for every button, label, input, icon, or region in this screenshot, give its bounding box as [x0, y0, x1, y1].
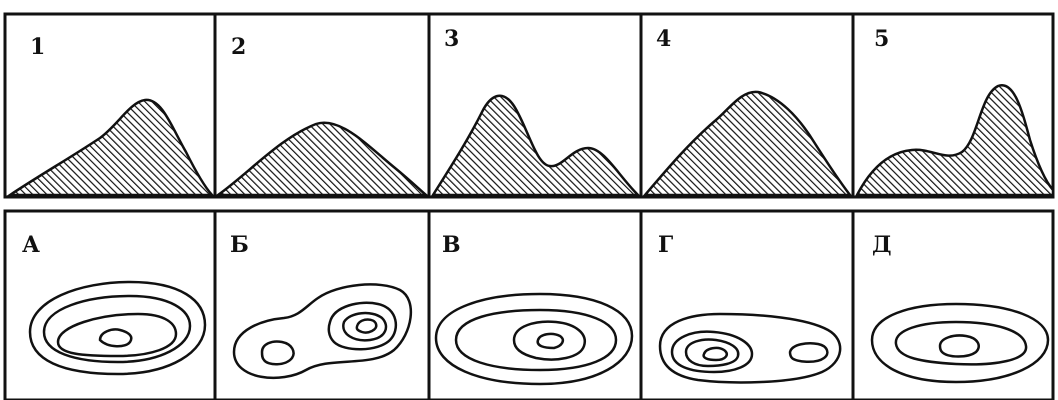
- map-d-label: Д: [872, 232, 892, 258]
- profile-3: 3: [430, 26, 642, 197]
- maps-row: А Б В Г: [3, 209, 1055, 400]
- map-a-label: А: [22, 232, 40, 258]
- map-b-contour-2: [327, 301, 398, 351]
- map-a: А: [22, 232, 207, 376]
- map-g-contour-3: [684, 338, 740, 368]
- map-d: Д: [870, 232, 1050, 384]
- map-b-contour-3: [342, 311, 388, 342]
- map-g: Г: [658, 232, 842, 384]
- map-b-contour-1: [232, 283, 413, 380]
- profile-1: 1: [5, 34, 215, 197]
- profile-3-shape: [430, 94, 642, 197]
- map-v-label: В: [442, 232, 461, 258]
- profile-1-shape: [5, 98, 215, 197]
- profile-2: 2: [214, 34, 430, 197]
- map-v-contour-1: [434, 292, 634, 386]
- map-b-label: Б: [230, 232, 249, 258]
- map-g-contour-2: [670, 330, 754, 374]
- map-v-contour-3: [512, 320, 587, 361]
- profile-4: 4: [642, 26, 853, 197]
- map-a-contour-4: [98, 328, 133, 348]
- map-v-contour-4: [536, 332, 565, 350]
- profile-2-shape: [214, 121, 430, 197]
- map-b-contour-5: [260, 340, 295, 366]
- profile-4-shape: [642, 90, 853, 197]
- map-v-contour-2: [454, 308, 618, 372]
- map-d-contour-3: [938, 334, 980, 358]
- profile-4-label: 4: [656, 26, 671, 52]
- map-a-contour-1: [28, 280, 207, 376]
- profile-5-label: 5: [874, 26, 889, 52]
- map-a-contour-2: [42, 294, 192, 364]
- profile-3-label: 3: [444, 26, 459, 52]
- profile-5-shape: [854, 84, 1055, 197]
- map-d-contour-1: [870, 302, 1050, 384]
- map-g-contour-5: [788, 342, 829, 363]
- profiles-row: 1 2 3 4 5: [3, 12, 1055, 199]
- map-v: В: [434, 232, 634, 386]
- profile-1-label: 1: [30, 34, 45, 60]
- map-g-contour-1: [658, 312, 842, 384]
- map-b: Б: [230, 232, 413, 380]
- map-g-contour-4: [702, 346, 728, 362]
- profile-2-label: 2: [231, 34, 246, 60]
- map-a-contour-3: [56, 312, 178, 358]
- map-g-label: Г: [658, 232, 673, 258]
- map-b-contour-4: [355, 318, 378, 334]
- map-d-contour-2: [894, 320, 1028, 366]
- profile-5: 5: [854, 26, 1055, 197]
